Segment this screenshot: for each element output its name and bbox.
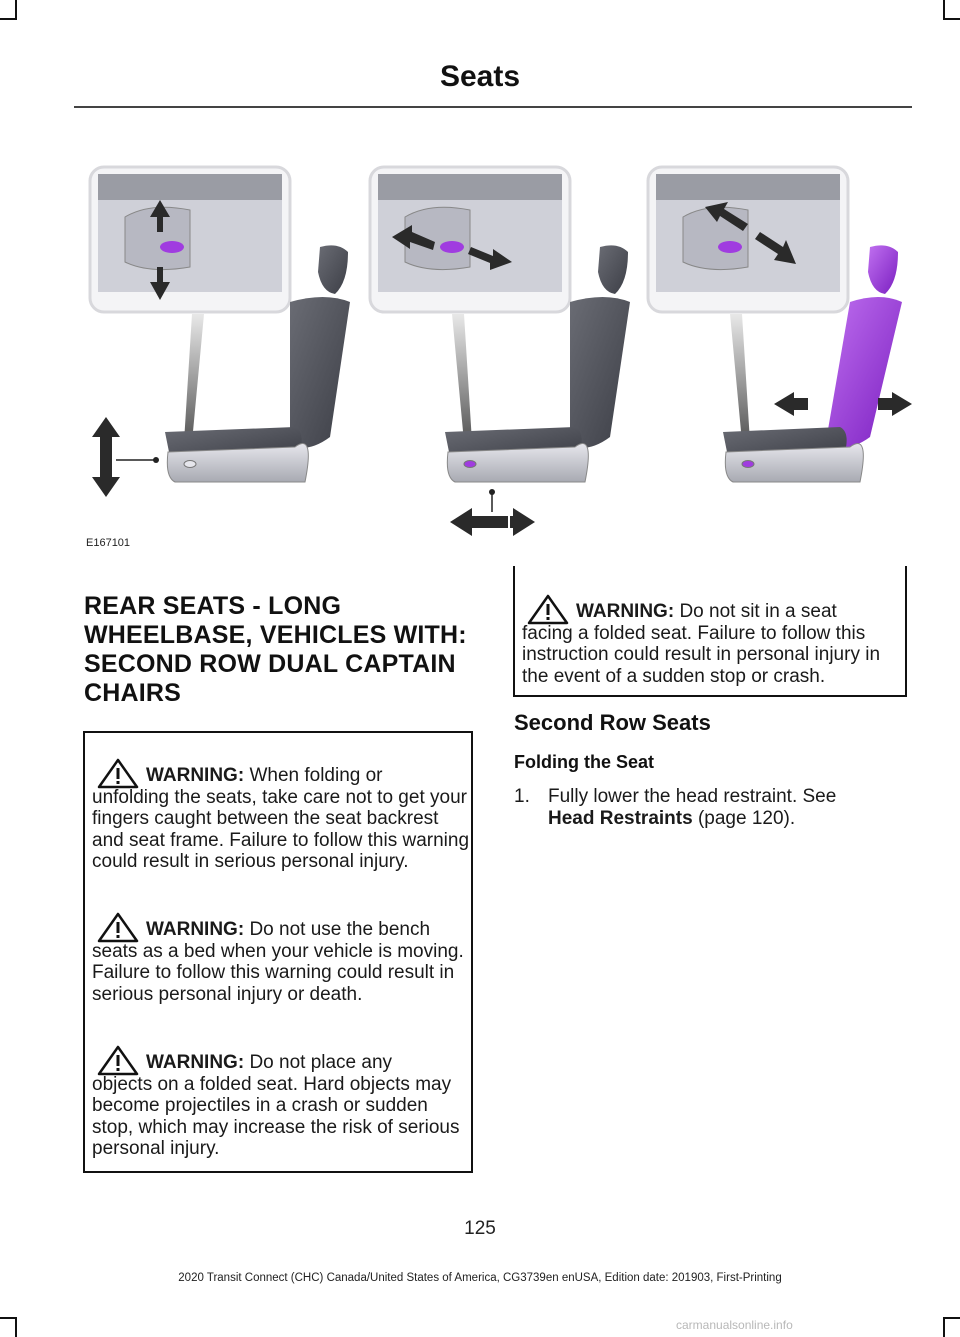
step-1: 1. Fully lower the head restraint. See H… [514, 786, 914, 830]
warning-box-right [513, 566, 907, 697]
warning-text: facing a folded seat. Failure to follow … [522, 622, 881, 687]
crop-mark [943, 1317, 945, 1337]
header-divider [74, 106, 912, 108]
page-number: 125 [464, 1218, 496, 1239]
crop-mark [15, 0, 17, 20]
crop-mark [0, 1317, 17, 1319]
warning-triangle-icon [97, 912, 139, 943]
warning-text: unfolding the seats, take care not to ge… [92, 786, 470, 873]
figure-id: E167101 [86, 537, 131, 549]
seat-slide-panel [368, 165, 630, 536]
step-text: Fully lower the head restraint. See [548, 786, 837, 807]
warning-1: WARNING: When folding or unfolding the s… [85, 758, 480, 873]
warning-triangle-icon [97, 758, 139, 789]
warning-triangle-icon [527, 594, 569, 625]
subsection-title: Folding the Seat [514, 752, 655, 772]
warning-text: objects on a folded seat. Hard objects m… [92, 1073, 460, 1160]
seat-adjustment-illustration [88, 165, 912, 536]
warning-4: WARNING: Do not sit in a seat facing a f… [515, 594, 914, 687]
warning-text: Do not use the bench [249, 919, 431, 940]
crop-mark [943, 1317, 960, 1319]
page-title: Seats [439, 60, 521, 93]
section-title: Second Row Seats [514, 710, 711, 735]
warning-box-left [83, 731, 473, 1173]
page-reference: (page 120). [692, 808, 796, 829]
warning-text: seats as a bed when your vehicle is movi… [92, 940, 464, 1005]
warning-label: WARNING: [146, 1052, 245, 1073]
crop-mark [943, 18, 960, 20]
crop-mark [943, 0, 945, 20]
footer-edition-info: 2020 Transit Connect (CHC) Canada/United… [178, 1272, 782, 1284]
cross-reference-link[interactable]: Head Restraints [548, 808, 693, 829]
heading-line: REAR SEATS - LONG [84, 592, 342, 620]
warning-label: WARNING: [146, 919, 245, 940]
warning-text: When folding or [249, 765, 383, 786]
heading-line: CHAIRS [84, 679, 182, 707]
warning-text: Do not sit in a seat [679, 601, 837, 622]
seat-height-panel [88, 165, 350, 497]
warning-label: WARNING: [576, 601, 675, 622]
warning-label: WARNING: [146, 765, 245, 786]
step-number: 1. [514, 786, 530, 807]
warning-2: WARNING: Do not use the bench seats as a… [85, 912, 480, 1005]
warning-triangle-icon [97, 1045, 139, 1076]
crop-mark [15, 1317, 17, 1337]
heading-line: SECOND ROW DUAL CAPTAIN [84, 650, 456, 678]
warning-text: Do not place any [249, 1052, 393, 1073]
warning-3: WARNING: Do not place any objects on a f… [85, 1045, 480, 1160]
watermark: carmanualsonline.info [676, 1318, 793, 1332]
section-heading: REAR SEATS - LONG WHEELBASE, VEHICLES WI… [84, 592, 484, 708]
heading-line: WHEELBASE, VEHICLES WITH: [84, 621, 467, 649]
seat-recline-panel [646, 165, 912, 483]
crop-mark [0, 18, 17, 20]
